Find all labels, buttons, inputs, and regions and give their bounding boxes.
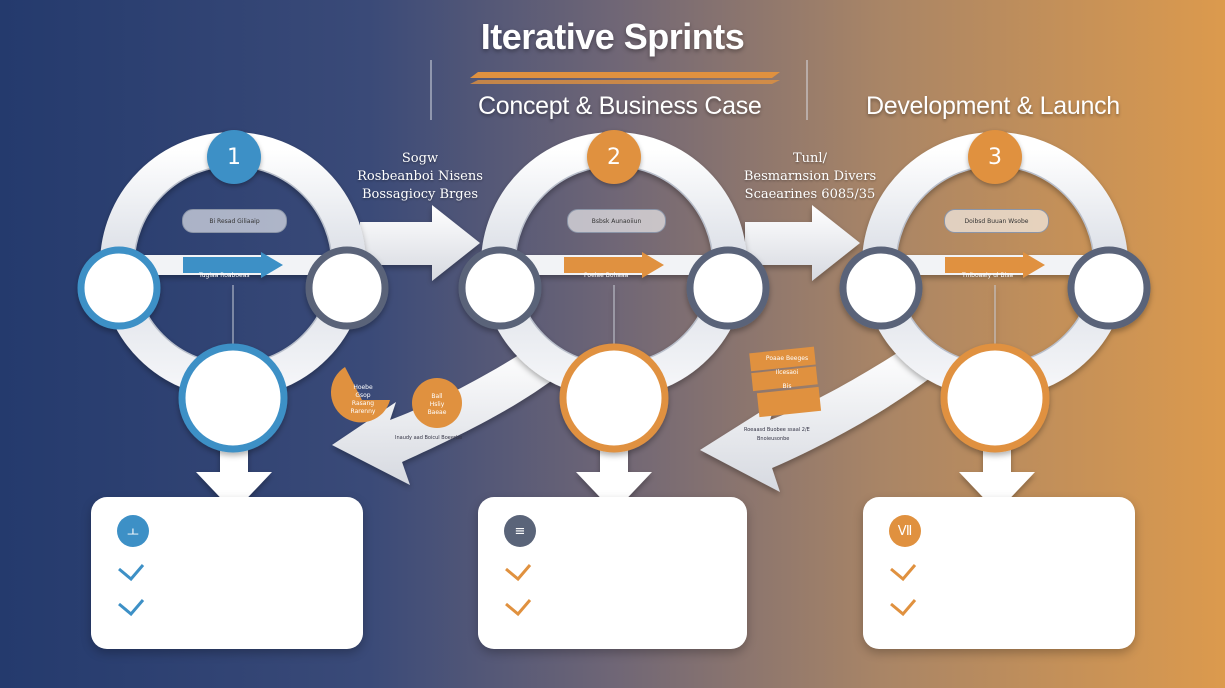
inner-arrow bbox=[183, 252, 283, 278]
loop-tag-line: Rarenny bbox=[350, 408, 376, 415]
loop-tag-line: Hoebe bbox=[353, 384, 373, 391]
page-title: Iterative Sprints bbox=[480, 16, 745, 57]
inner-arrow-label: Poeiae Bohaaa bbox=[584, 272, 629, 279]
loop-tag-text: Ball Hsliy Baeae bbox=[414, 393, 460, 417]
checkmark-icon bbox=[890, 564, 917, 582]
left-node bbox=[458, 246, 542, 330]
checkmark-icon bbox=[118, 564, 145, 582]
card-number-badge: ㅗ bbox=[117, 515, 149, 547]
title-underline bbox=[470, 72, 780, 84]
loop-tag-card bbox=[756, 386, 822, 418]
loop-tag-line: Hsliy bbox=[429, 401, 445, 408]
heading-concept: Concept & Business Case bbox=[478, 92, 762, 120]
loop-tag-line: Ilcesaoi bbox=[775, 369, 799, 376]
sprint-card-3: Ⅶ bbox=[863, 497, 1135, 649]
flow-arrow-1-to-2 bbox=[360, 205, 480, 281]
loop-tag-line: Poaae Beeges bbox=[765, 355, 809, 362]
bottom-node bbox=[178, 343, 288, 453]
bottom-node bbox=[940, 343, 1050, 453]
checkmark-icon bbox=[118, 599, 145, 617]
loop-tag-line: Gsop bbox=[355, 392, 371, 399]
flow-arrow-2-to-3 bbox=[745, 205, 860, 281]
arrow-text-line: Rosbeanboi Nisens bbox=[357, 169, 483, 184]
loop-tag-text: Poaae Beeges Ilcesaoi Bis bbox=[757, 355, 817, 391]
arrow-text-line: Sogw bbox=[401, 151, 439, 166]
card-number-badge: ≡ bbox=[504, 515, 536, 547]
checkmark-icon bbox=[890, 599, 917, 617]
loop-tag-line: Ball bbox=[431, 393, 443, 400]
card-number-badge: Ⅶ bbox=[889, 515, 921, 547]
loop-tag-text: Hoebe Gsop Rasang Rarenny bbox=[336, 384, 390, 416]
inner-arrow-label: Tniboaaiy ul Bisa bbox=[962, 272, 1014, 279]
inner-arrow-label: Tugiaa Roaboeas bbox=[199, 272, 250, 279]
loop-tag-line: Baeae bbox=[427, 409, 447, 416]
inner-arrow bbox=[945, 252, 1045, 278]
inner-arrow bbox=[564, 252, 664, 278]
loop-tag-line: Bis bbox=[782, 383, 792, 390]
loop-note: Inaudy aad Boicul Boeerbe bbox=[395, 435, 463, 441]
right-node bbox=[305, 246, 389, 330]
down-arrow-1 bbox=[196, 445, 272, 512]
sprint-pill-label: Bi Resad Giliaaip bbox=[182, 209, 287, 233]
heading-development: Development & Launch bbox=[866, 92, 1120, 120]
return-arrow-right bbox=[700, 348, 930, 492]
right-node bbox=[686, 246, 770, 330]
loop-tag-card bbox=[749, 346, 816, 372]
sprint-pill-label: Doibsd Buuan Wsobe bbox=[944, 209, 1049, 233]
arrow-text-line: Scaearines 6085/35 bbox=[744, 187, 876, 202]
arrow-text-line: Bossagiocy Brges bbox=[362, 187, 478, 202]
sprint-card-1: ㅗ bbox=[91, 497, 363, 649]
checkmark-icon bbox=[505, 564, 532, 582]
arrow-text-line: Tunl/ bbox=[793, 151, 827, 166]
sprint-pill-label: Bsbsk Aunaoiiun bbox=[567, 209, 666, 233]
right-node bbox=[1067, 246, 1151, 330]
loop-tag-card bbox=[751, 366, 818, 392]
arrow-text-2: Tunl/ Besmarnsion Divers Scaearines 6085… bbox=[728, 150, 892, 204]
sprint-card-2: ≡ bbox=[478, 497, 747, 649]
loop-tag-shape bbox=[330, 367, 390, 423]
loop-tag-line: Rasang bbox=[351, 400, 375, 407]
loop-note: Bnoieusonbe bbox=[757, 436, 790, 442]
down-arrow-2 bbox=[576, 445, 652, 512]
arrow-text-1: Sogw Rosbeanboi Nisens Bossagiocy Brges bbox=[340, 150, 500, 204]
bottom-node bbox=[559, 343, 669, 453]
sprint-number-badge: 2 bbox=[587, 130, 641, 184]
sprint-number-badge: 1 bbox=[207, 130, 261, 184]
left-node bbox=[77, 246, 161, 330]
loop-tag-circle bbox=[412, 378, 462, 428]
arrow-text-line: Besmarnsion Divers bbox=[743, 169, 877, 184]
down-arrow-3 bbox=[959, 445, 1035, 512]
left-node bbox=[839, 246, 923, 330]
loop-note: Roeaasd Buobee ssaal 2/E bbox=[744, 427, 810, 433]
checkmark-icon bbox=[505, 599, 532, 617]
sprint-number-badge: 3 bbox=[968, 130, 1022, 184]
